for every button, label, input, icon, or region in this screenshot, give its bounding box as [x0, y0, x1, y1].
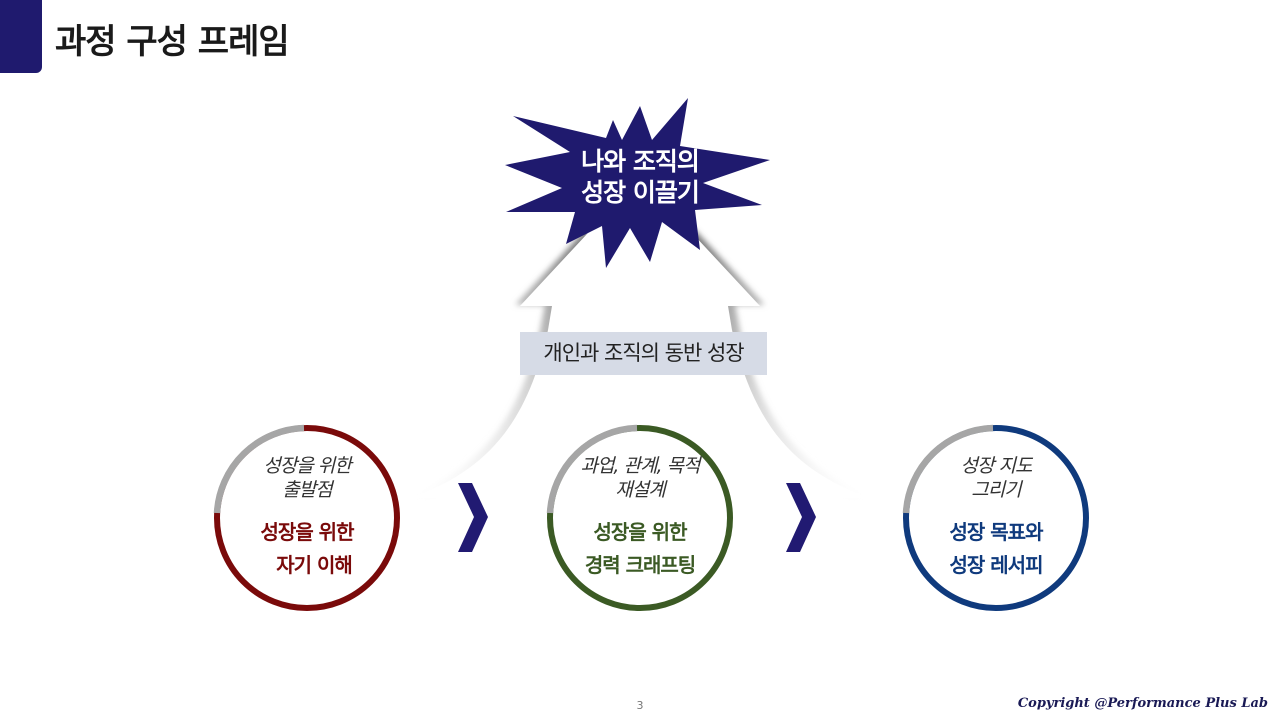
growth-banner: 개인과 조직의 동반 성장 — [520, 332, 767, 375]
step-3-sub-line-1: 성장 지도 — [960, 455, 1033, 477]
copyright-text: Copyright @Performance Plus Lab — [1017, 696, 1268, 711]
step-3-main-line-2: 성장 레서피 — [949, 553, 1044, 577]
chevron-right-icon — [786, 483, 816, 552]
goal-line-1: 나와 조직의 — [581, 147, 700, 176]
starburst-shape — [505, 98, 770, 268]
step-2-text: 과업, 관계, 목적 재설계 성장을 위한 경력 크래프팅 — [550, 454, 730, 582]
page-number: 3 — [636, 699, 644, 712]
step-2-main-line-2: 경력 크래프팅 — [584, 553, 696, 577]
step-1-text: 성장을 위한 출발점 성장을 위한 자기 이해 — [217, 454, 397, 582]
title-accent-bar — [0, 0, 42, 73]
step-1-sub-line-1: 성장을 위한 — [263, 455, 351, 477]
step-ring-1 — [213, 424, 400, 611]
step-1-main-line-2: 자기 이해 — [276, 553, 353, 577]
step-1-sub-line-2: 출발점 — [282, 479, 332, 501]
step-ring-2 — [546, 424, 733, 611]
page-title: 과정 구성 프레임 — [55, 22, 290, 62]
step-2-main-line-1: 성장을 위한 — [593, 520, 688, 544]
step-ring-3 — [902, 424, 1089, 611]
step-3-sub-line-2: 그리기 — [971, 479, 1021, 501]
goal-line-2: 성장 이끌기 — [581, 178, 700, 207]
step-2-sub-line-1: 과업, 관계, 목적 — [580, 455, 700, 477]
step-3-main-line-1: 성장 목표와 — [949, 520, 1044, 544]
step-3-text: 성장 지도 그리기 성장 목표와 성장 레서피 — [906, 454, 1086, 582]
step-2-sub-line-2: 재설계 — [615, 479, 665, 501]
goal-label: 나와 조직의 성장 이끌기 — [540, 146, 740, 208]
chevron-right-icon — [458, 483, 488, 552]
step-1-main-line-1: 성장을 위한 — [260, 520, 355, 544]
